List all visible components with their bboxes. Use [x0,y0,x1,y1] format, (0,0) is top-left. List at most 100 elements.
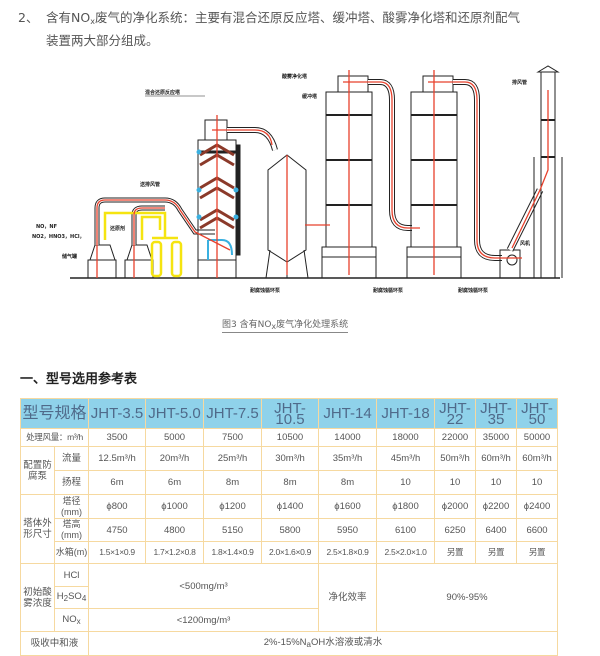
label-fan: 风机 [520,240,530,247]
flow-cell: 50m³/h [434,446,477,471]
absorbent-label: 吸收中和液 [19,631,90,656]
label-air-duct: 送排风管 [139,181,160,188]
flow-cell: 20m³/h [145,446,205,471]
flow-cell: 45m³/h [376,446,436,471]
airflow-cell: 18000 [376,428,436,447]
height-cell: 4750 [88,518,147,542]
height-cell: 6100 [376,518,436,542]
diameter-cell: ϕ2400 [516,494,559,519]
tank-label: 水箱(m) [53,541,90,564]
label-tank: 储气罐 [62,253,77,260]
item-number: 2、 [18,10,39,25]
airflow-cell: 35000 [475,428,518,447]
storage-tank-2 [124,244,154,279]
diameter-cell: ϕ2200 [475,494,518,519]
initial-conc-label: 初始酸雾浓度 [20,563,55,632]
tank-cell: 另置 [516,541,559,564]
airflow-cell: 10500 [261,428,320,447]
tank-cell: 2.5×1.8×0.9 [318,541,378,564]
flow-cell: 25m³/h [203,446,263,471]
tank-cell: 2.5×2.0×1.0 [376,541,436,564]
diameter-cell: ϕ1000 [145,494,205,519]
label-exhaust-pipe: 排风管 [512,79,527,86]
tower-label: 塔体外形尺寸 [20,494,55,564]
reaction-tower [197,119,241,279]
label-pump-1: 耐腐蚀循环泵 [250,287,281,294]
head-cell: 6m [145,470,205,495]
intro-text: 废气的净化系统：主要有混合还原反应塔、缓冲塔、酸雾净化塔和还原剂配气 [94,10,520,25]
inlet-elbow [207,239,233,260]
airflow-cell: 22000 [434,428,477,447]
tank-cell: 2.0×1.6×0.9 [261,541,320,564]
head-cell: 10 [434,470,477,495]
pump-label: 配置防腐泵 [20,446,55,495]
diameter-cell: ϕ1200 [203,494,263,519]
height-cell: 6250 [434,518,477,542]
efficiency-value: 90%-95% [376,563,559,632]
airflow-cell: 50000 [516,428,559,447]
height-cell: 5150 [203,518,263,542]
model-header: JHT-22 [434,398,477,429]
section-heading: 一、型号选用参考表 [20,372,138,387]
height-cell: 5800 [261,518,320,542]
tank-cell: 1.5×1×0.9 [88,541,147,564]
nox-treatment-system-diagram: 混合还原反应塔 酸雾净化塔 缓冲塔 排风管 送排风管 还原剂 NO，NF NO2… [32,65,563,294]
diameter-cell: ϕ1600 [318,494,378,519]
head-cell: 8m [261,470,320,495]
diameter-cell: ϕ1800 [376,494,436,519]
reductant-supply [103,211,183,278]
head-cell: 10 [376,470,436,495]
diameter-label: 塔径(mm) [53,494,90,519]
absorbent-value: 2%-15%NaOH水溶液或清水 [88,631,559,656]
diameter-cell: ϕ800 [88,494,147,519]
model-header: JHT-5.0 [145,398,205,429]
model-header: JHT-7.5 [203,398,263,429]
height-cell: 6600 [516,518,559,542]
height-cell: 5950 [318,518,378,542]
airflow-label: 处理风量：m³/h [19,428,90,447]
head-cell: 8m [203,470,263,495]
tank-cell: 另置 [475,541,518,564]
hcl-label: HCl [53,563,90,587]
airflow-cell: 7500 [203,428,263,447]
flow-cell: 60m³/h [475,446,518,471]
gas-flow-lines [96,70,549,278]
flow-cell: 12.5m³/h [88,446,147,471]
diameter-cell: ϕ2000 [434,494,477,519]
head-cell: 10 [516,470,559,495]
header-label: 型号规格 [19,398,90,429]
airflow-cell: 14000 [318,428,378,447]
storage-tank-1 [87,244,117,279]
label-gas-in-2: NO2，HNO3，HCl， [32,234,85,240]
figure-caption: 图3 含有NOx废气净化处理系统 [222,317,349,333]
label-reductant: 还原剂 [109,225,125,232]
model-header: JHT-14 [318,398,378,429]
height-cell: 6400 [475,518,518,542]
model-header: JHT-10.5 [261,398,320,429]
flow-cell: 35m³/h [318,446,378,471]
intro-paragraph: 2、含有NOx废气的净化系统：主要有混合还原反应塔、缓冲塔、酸雾净化塔和还原剂配… [18,8,520,50]
tank-cell: 1.8×1.4×0.9 [203,541,263,564]
flow-cell: 60m³/h [516,446,559,471]
height-cell: 4800 [145,518,205,542]
head-cell: 10 [475,470,518,495]
acid-value: <500mg/m³ [88,563,320,609]
label-acid-tower: 酸雾净化塔 [282,73,308,80]
nox-label: NOx [53,608,90,632]
airflow-cell: 3500 [88,428,147,447]
valve-icons [196,149,239,220]
airflow-cell: 5000 [145,428,205,447]
nox-value: <1200mg/m³ [88,608,320,632]
tank-cell: 另置 [434,541,477,564]
flow-label: 流量 [53,446,90,471]
flow-cell: 30m³/h [261,446,320,471]
height-label: 塔高(mm) [53,518,90,542]
model-header: JHT-35 [475,398,518,429]
model-header: JHT-18 [376,398,436,429]
h2so4-label: H2SO4 [53,586,90,609]
intro-text: 含有NO [46,10,91,25]
model-header: JHT-3.5 [88,398,147,429]
model-header: JHT-50 [516,398,559,429]
